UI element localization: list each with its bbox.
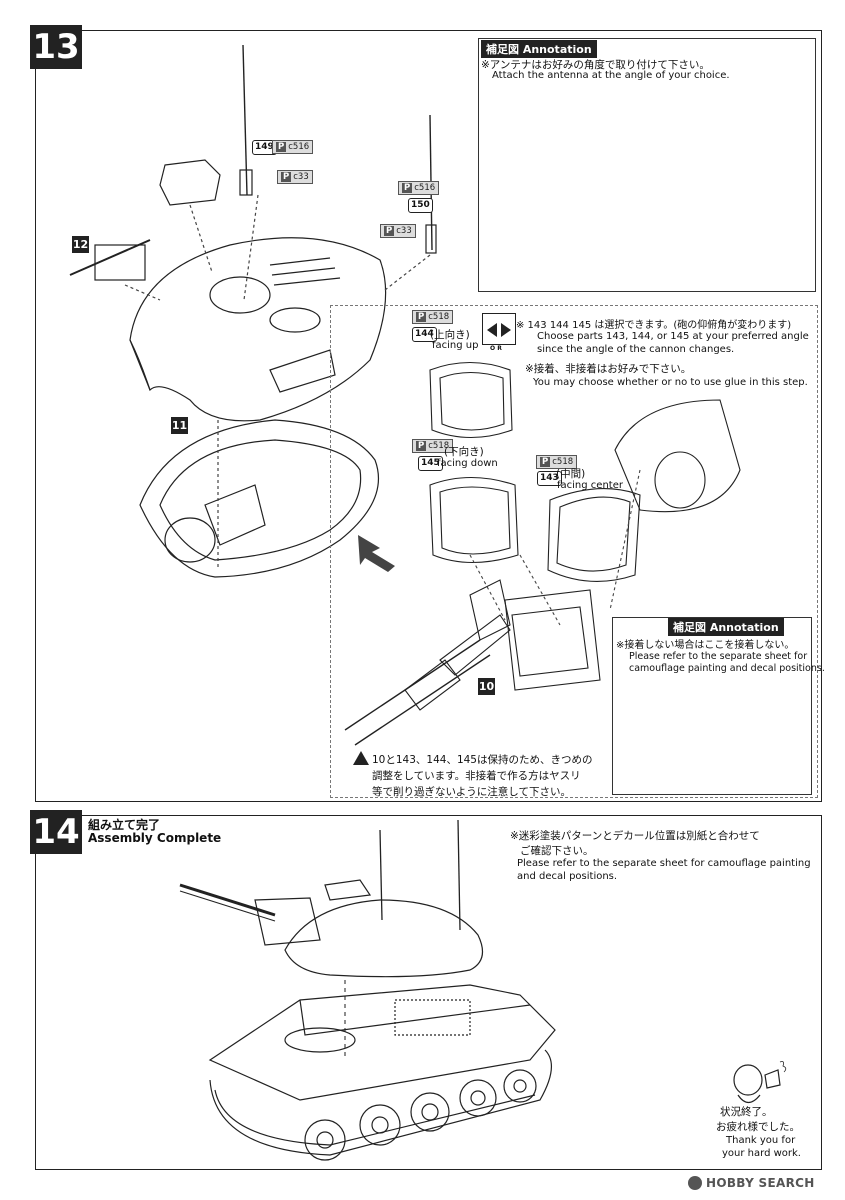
camouflage-note-jp-2: ご確認下さい。 bbox=[520, 845, 594, 857]
step14-title-en: Assembly Complete bbox=[88, 831, 222, 845]
mascot-message-jp-2: お疲れ様でした。 bbox=[716, 1121, 800, 1133]
step13-frame bbox=[35, 30, 822, 802]
choice-instruction-en-1: Choose parts 143, 144, or 145 at your pr… bbox=[537, 331, 809, 342]
part-144-en: facing up bbox=[432, 340, 479, 351]
subassembly-12: 12 bbox=[72, 236, 89, 253]
warning-line-1: 10と143、144、145は保持のため、きつめの bbox=[372, 754, 593, 766]
camouflage-note-en-2: and decal positions. bbox=[517, 871, 618, 882]
mascot-message-en-2: your hard work. bbox=[722, 1148, 801, 1159]
or-label: O R bbox=[490, 345, 502, 352]
annotation-glue-title: 補足図 Annotation bbox=[668, 618, 784, 636]
step14-number: 14 bbox=[30, 810, 82, 854]
choice-instruction-jp: ※ 143 144 145 は選択できます。(砲の仰俯角が変わります) bbox=[516, 320, 792, 331]
annotation-antenna-box bbox=[478, 38, 816, 292]
part-145-jp: (下向き) bbox=[444, 446, 484, 458]
or-choice-icon bbox=[482, 313, 516, 345]
glue-instruction-jp: ※接着、非接着はお好みで下さい。 bbox=[525, 363, 692, 375]
mascot-message-jp-1: 状況終了。 bbox=[720, 1106, 773, 1118]
annotation-glue-en-2: camouflage painting and decal positions. bbox=[629, 663, 825, 674]
annotation-glue-box bbox=[612, 617, 812, 795]
glue-instruction-en: You may choose whether or no to use glue… bbox=[533, 377, 808, 388]
part-144: 144 bbox=[412, 327, 437, 342]
annotation-antenna-jp: ※アンテナはお好みの角度で取り付けて下さい。 bbox=[481, 59, 710, 71]
part-145: 145 bbox=[418, 456, 443, 471]
subassembly-11: 11 bbox=[171, 417, 188, 434]
camouflage-note-en-1: Please refer to the separate sheet for c… bbox=[517, 858, 811, 869]
watermark-logo: HOBBY SEARCH bbox=[688, 1174, 815, 1192]
mantlet-detail-region bbox=[330, 305, 818, 798]
warning-line-3: 等で削り過ぎないように注意して下さい。 bbox=[372, 786, 571, 798]
annotation-glue-jp: ※接着しない場合はここを接着しない。 bbox=[616, 640, 795, 651]
annotation-glue-en-1: Please refer to the separate sheet for bbox=[629, 651, 808, 662]
part-143: 143 bbox=[537, 471, 562, 486]
part-145-en: facing down bbox=[437, 458, 498, 469]
part-143-jp: (中間) bbox=[556, 468, 586, 480]
part-144-jp: (上向き) bbox=[430, 329, 470, 341]
step13-number: 13 bbox=[30, 25, 82, 69]
camouflage-note-jp-1: ※迷彩塗装パターンとデカール位置は別紙と合わせて bbox=[510, 830, 760, 842]
part-150: 150 bbox=[408, 198, 433, 213]
choice-instruction-en-2: since the angle of the cannon changes. bbox=[537, 344, 735, 355]
part-143-en: facing center bbox=[557, 480, 623, 491]
watermark-text: HOBBY SEARCH bbox=[706, 1176, 815, 1190]
annotation-antenna-title: 補足図 Annotation bbox=[481, 40, 597, 58]
warning-line-2: 調整をしています。非接着で作る方はヤスリ bbox=[372, 770, 581, 782]
annotation-antenna-en: Attach the antenna at the angle of your … bbox=[492, 70, 730, 81]
watermark-icon bbox=[688, 1176, 702, 1190]
subassembly-10: 10 bbox=[478, 678, 495, 695]
step14-title-jp: 組み立て完了 bbox=[88, 818, 161, 832]
mascot-message-en-1: Thank you for bbox=[726, 1135, 796, 1146]
step14-frame bbox=[35, 815, 822, 1170]
